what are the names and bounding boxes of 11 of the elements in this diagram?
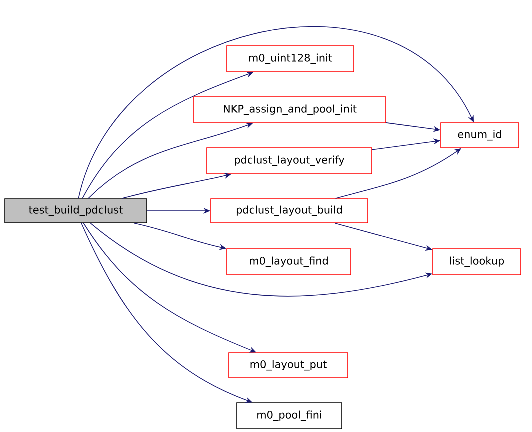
function-box: m0_layout_find [226, 248, 352, 276]
function-box: NKP_assign_and_pool_init [194, 96, 386, 124]
function-box: m0_pool_fini [236, 402, 342, 430]
function-box: pdclust_layout_verify [206, 148, 372, 174]
arrow [78, 26, 474, 199]
function-box: m0_uint128_init [226, 46, 354, 72]
function-box: test_build_pdclust [4, 198, 148, 224]
function-box: m0_layout_put [228, 352, 348, 378]
function-box: pdclust_layout_build [210, 198, 368, 224]
function-box: list_lookup [432, 248, 522, 276]
function-box: enum_id [440, 122, 520, 148]
